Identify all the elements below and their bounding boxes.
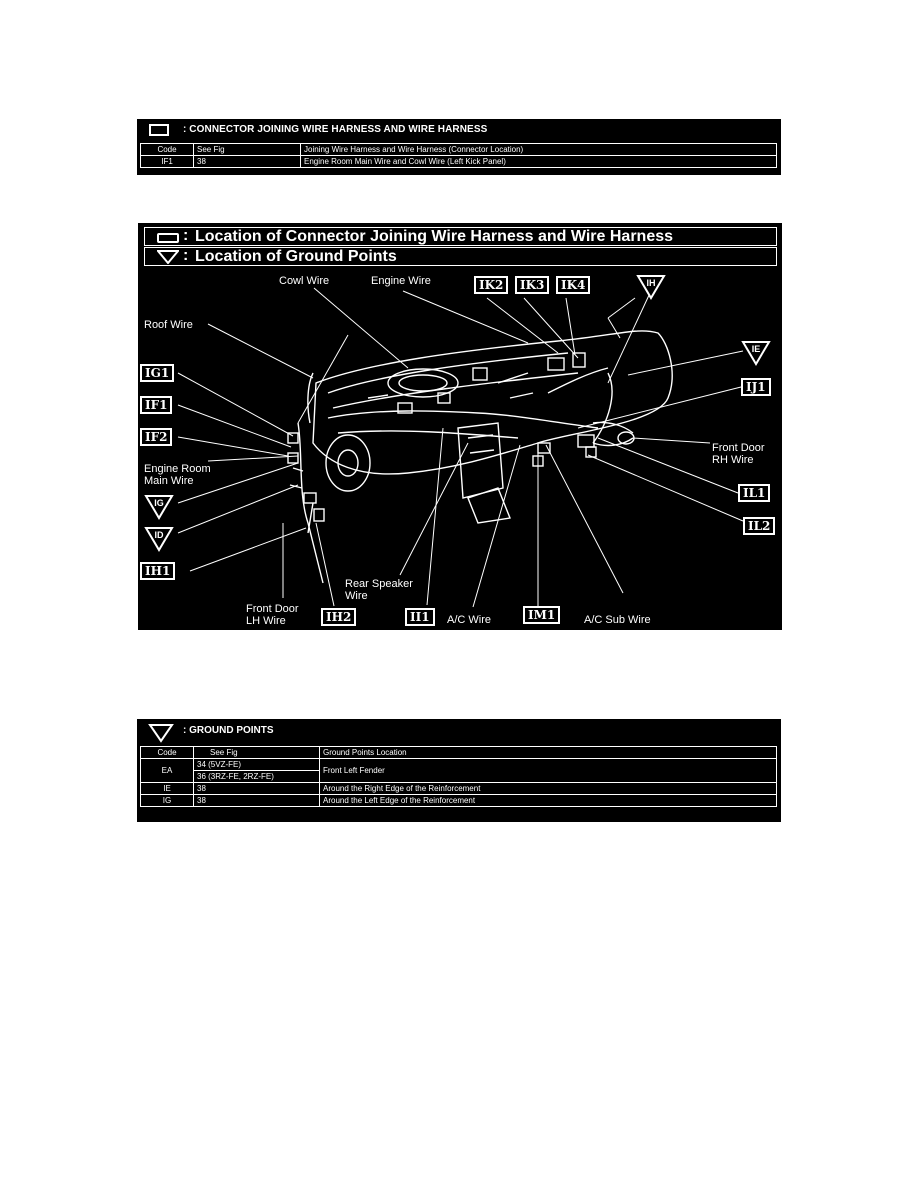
row-code: IF1 [140,155,194,168]
label-rear-speaker-line1: Rear Speaker [345,578,413,590]
table-row: IE 38 Around the Right Edge of the Reinf… [140,782,777,795]
ground-triangle-ih-icon [636,275,666,300]
label-ac-sub-wire: A/C Sub Wire [584,614,651,626]
ground-points-table: : GROUND POINTS Code See Fig Ground Poin… [137,719,781,822]
ground-triangle-id-icon [144,527,174,552]
table-header-row: Code See Fig Joining Wire Harness and Wi… [140,143,777,156]
row-fig: 38 [193,155,301,168]
table-header-row: Code See Fig Ground Points Location [140,746,777,759]
label-roof-wire: Roof Wire [144,319,193,331]
legend-ground-row: : Location of Ground Points [144,247,777,266]
row-location: Around the Right Edge of the Reinforceme… [319,782,777,795]
connector-code-ig1: IG1 [140,364,175,382]
ground-code-ie: IE [751,344,761,354]
label-front-door-lh-line2: LH Wire [246,615,286,627]
connector-code-ik4: IK4 [556,276,591,294]
connector-table: : CONNECTOR JOINING WIRE HARNESS AND WIR… [137,119,781,175]
row-code: IE [140,782,194,795]
connector-rect-icon [157,233,179,243]
wiring-diagram: : Location of Connector Joining Wire Har… [138,223,782,630]
column-header-see-fig: See Fig [193,746,320,759]
connector-code-im1: IM1 [523,606,561,624]
table-row: EA 34 (5VZ-FE) Front Left Fender [140,758,777,783]
ground-triangle-icon [157,250,179,264]
connector-code-ij1: IJ1 [741,378,771,396]
connector-code-ii1: II1 [405,608,435,626]
connector-code-ik2: IK2 [474,276,509,294]
label-front-door-rh-line1: Front Door [712,442,765,454]
connector-table-grid: Code See Fig Joining Wire Harness and Wi… [140,143,777,168]
row-code: EA [140,758,194,783]
ground-triangle-ie-icon [741,341,771,366]
connector-square-icon [149,124,169,136]
label-front-door-lh-line1: Front Door [246,603,299,615]
ground-triangle-ig-icon [144,495,174,520]
label-engine-wire: Engine Wire [371,275,431,287]
legend-connector-text: Location of Connector Joining Wire Harne… [195,228,674,245]
legend-ground-text: Location of Ground Points [195,248,397,265]
ground-code-ig: IG [154,498,164,508]
label-engine-room-main-wire-line2: Main Wire [144,475,194,487]
label-front-door-rh-line2: RH Wire [712,454,754,466]
connector-code-ik3: IK3 [515,276,550,294]
connector-code-il1: IL1 [738,484,771,502]
connector-code-if1: IF1 [140,396,173,414]
connector-code-il2: IL2 [743,517,776,535]
column-header-code: Code [140,143,194,156]
label-ac-wire: A/C Wire [447,614,491,626]
row-fig: 38 [193,794,320,807]
column-header-code: Code [140,746,194,759]
legend-colon: : [183,247,189,264]
connector-table-title: : CONNECTOR JOINING WIRE HARNESS AND WIR… [183,124,488,135]
ground-triangle-icon [148,724,174,743]
row-fig: 36 (3RZ-FE, 2RZ-FE) [193,770,320,783]
connector-code-ih1: IH1 [140,562,176,580]
ground-code-ih: IH [646,278,656,288]
row-code: IG [140,794,194,807]
row-desc: Engine Room Main Wire and Cowl Wire (Lef… [300,155,777,168]
dashboard-illustration [177,287,744,608]
label-rear-speaker-line2: Wire [345,590,368,602]
row-fig: 34 (5VZ-FE) [193,758,320,771]
row-location: Front Left Fender [319,758,777,783]
legend-colon: : [183,227,189,244]
label-engine-room-main-wire-line1: Engine Room [144,463,211,475]
label-cowl-wire: Cowl Wire [279,275,330,287]
legend-connector-row: : Location of Connector Joining Wire Har… [144,227,777,246]
table-row: IG 38 Around the Left Edge of the Reinfo… [140,794,777,807]
table-row: IF1 38 Engine Room Main Wire and Cowl Wi… [140,155,777,168]
ground-table-grid: Code See Fig Ground Points Location EA 3… [140,746,777,807]
column-header-see-fig: See Fig [193,143,301,156]
ground-code-id: ID [154,530,164,540]
ground-table-title: : GROUND POINTS [183,725,274,736]
connector-code-ih2: IH2 [321,608,357,626]
connector-table-header: : CONNECTOR JOINING WIRE HARNESS AND WIR… [137,119,781,141]
row-fig: 38 [193,782,320,795]
column-header-location: Joining Wire Harness and Wire Harness (C… [300,143,777,156]
connector-code-if2: IF2 [140,428,173,446]
row-location: Around the Left Edge of the Reinforcemen… [319,794,777,807]
column-header-location: Ground Points Location [319,746,777,759]
